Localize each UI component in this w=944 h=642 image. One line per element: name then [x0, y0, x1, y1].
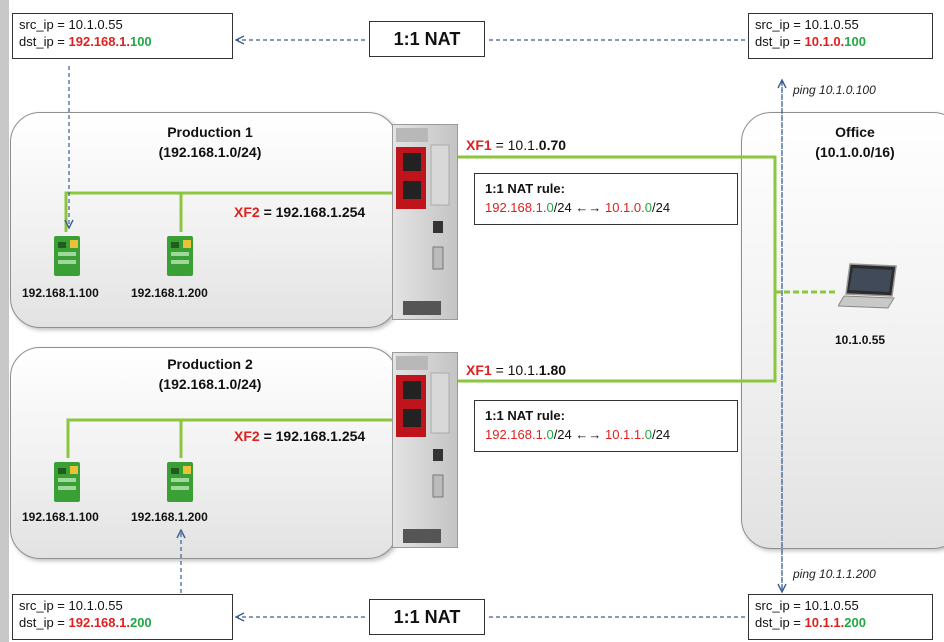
p2-lan-line	[66, 418, 395, 458]
xf1-eq: = 10.1.	[491, 362, 539, 378]
rule-b-net: 10.1.0.	[604, 200, 645, 215]
src-ip-text: src_ip = 10.1.0.55	[19, 17, 123, 32]
office-title: Office	[835, 124, 875, 140]
rule-b-host: 0	[644, 427, 652, 442]
rule-a-host: 0	[546, 200, 554, 215]
xf1-host: 0.70	[538, 137, 567, 153]
p2-nat-rule-box: 1:1 NAT rule: 192.168.1.0/24 ←→ 10.1.1.0…	[474, 400, 738, 452]
src-ip-text: src_ip = 10.1.0.55	[755, 17, 859, 32]
dst-ip-red: 10.1.0.	[804, 34, 845, 49]
dst-ip-prefix: dst_ip =	[19, 34, 69, 49]
nat-router-icon	[392, 124, 458, 320]
dst-ip-green: 200	[129, 615, 152, 630]
ping-bottom-label: ping 10.1.1.200	[793, 567, 876, 581]
production1-title: Production 1	[167, 124, 253, 140]
src-ip-text: src_ip = 10.1.0.55	[19, 598, 123, 613]
plc-device-icon	[52, 460, 82, 509]
xf2-name: XF2	[234, 204, 260, 220]
rule-b-suffix: /24	[651, 200, 671, 215]
rule-mapping: 192.168.1.0/24 ←→ 10.1.1.0/24	[485, 425, 727, 444]
rule-mapping: 192.168.1.0/24 ←→ 10.1.0.0/24	[485, 198, 727, 217]
p1-nat-rule-box: 1:1 NAT rule: 192.168.1.0/24 ←→ 10.1.0.0…	[474, 173, 738, 225]
nat-router-icon-drawing	[396, 356, 450, 543]
bottom-left-ip-box: src_ip = 10.1.0.55 dst_ip = 192.168.1.20…	[12, 594, 233, 640]
production2-zone	[10, 347, 398, 559]
p2-device2-label: 192.168.1.200	[131, 510, 208, 524]
laptop-icon-drawing	[837, 263, 897, 309]
production1-subnet: (192.168.1.0/24)	[158, 144, 262, 160]
nat-label-bottom: 1:1 NAT	[369, 599, 485, 635]
production2-title: Production 2	[167, 356, 253, 372]
nat-router-icon-drawing	[396, 128, 450, 315]
p1-xf2-label: XF2 = 192.168.1.254	[234, 204, 365, 220]
nat-label-top: 1:1 NAT	[369, 21, 485, 57]
top-left-ip-box: src_ip = 10.1.0.55 dst_ip = 192.168.1.10…	[12, 13, 233, 59]
plc-device-icon-drawing	[54, 236, 80, 276]
dst-ip-green: 200	[844, 615, 866, 630]
plc-device-icon	[52, 234, 82, 283]
top-right-ip-box: src_ip = 10.1.0.55 dst_ip = 10.1.0.100	[748, 13, 933, 59]
nat-router-icon	[392, 352, 458, 548]
xf2-eq: = 192.168.1.254	[259, 204, 366, 220]
laptop-ip-label: 10.1.0.55	[835, 333, 886, 347]
plc-device-icon	[165, 234, 195, 283]
dst-ip-line: dst_ip = 10.1.0.100	[755, 33, 926, 50]
rule-a-net: 192.168.1.	[485, 427, 547, 442]
xf1-eq: = 10.1.	[491, 137, 539, 153]
dst-ip-line: dst_ip = 192.168.1.200	[19, 614, 226, 631]
plc-device-icon-drawing	[167, 236, 193, 276]
dst-ip-prefix: dst_ip =	[755, 34, 805, 49]
dst-ip-line: dst_ip = 192.168.1.100	[19, 33, 226, 50]
dst-ip-red: 192.168.1.	[68, 615, 130, 630]
rule-title: 1:1 NAT rule:	[485, 408, 565, 423]
rule-b-net: 10.1.1.	[604, 427, 645, 442]
p1-xf1-label: XF1 = 10.1.0.70	[466, 137, 566, 153]
ping-top-label: ping 10.1.0.100	[793, 83, 876, 97]
rule-a-net: 192.168.1.	[485, 200, 547, 215]
plc-device-icon-drawing	[167, 462, 193, 502]
rule-a-suffix: /24 ←→	[553, 200, 605, 215]
dst-ip-green: 100	[129, 34, 152, 49]
plc-device-icon-drawing	[54, 462, 80, 502]
rule-a-host: 0	[546, 427, 554, 442]
p1-device2-label: 192.168.1.200	[131, 286, 208, 300]
p2-xf2-label: XF2 = 192.168.1.254	[234, 428, 365, 444]
rule-title: 1:1 NAT rule:	[485, 181, 565, 196]
xf1-host: 1.80	[538, 362, 567, 378]
src-ip-text: src_ip = 10.1.0.55	[755, 598, 859, 613]
p1-lan-line	[64, 191, 395, 232]
office-subnet: (10.1.0.0/16)	[815, 144, 895, 160]
p2-xf1-label: XF1 = 10.1.1.80	[466, 362, 566, 378]
dst-ip-line: dst_ip = 10.1.1.200	[755, 614, 926, 631]
xf1-name: XF1	[466, 362, 492, 378]
xf2-name: XF2	[234, 428, 260, 444]
bottom-right-ip-box: src_ip = 10.1.0.55 dst_ip = 10.1.1.200	[748, 594, 933, 640]
p1-device1-label: 192.168.1.100	[22, 286, 99, 300]
p2-device1-label: 192.168.1.100	[22, 510, 99, 524]
production2-subnet: (192.168.1.0/24)	[158, 376, 262, 392]
production1-zone	[10, 112, 398, 328]
xf2-eq: = 192.168.1.254	[259, 428, 366, 444]
rule-a-suffix: /24 ←→	[553, 427, 605, 442]
rule-b-host: 0	[644, 200, 652, 215]
dst-ip-green: 100	[844, 34, 866, 49]
flow-arrows	[69, 40, 782, 617]
rule-b-suffix: /24	[651, 427, 671, 442]
xf1-name: XF1	[466, 137, 492, 153]
dst-ip-prefix: dst_ip =	[755, 615, 805, 630]
dst-ip-red: 192.168.1.	[68, 34, 130, 49]
dst-ip-red: 10.1.1.	[804, 615, 845, 630]
laptop-icon	[837, 262, 900, 315]
dst-ip-prefix: dst_ip =	[19, 615, 69, 630]
left-edge-bar	[0, 0, 9, 642]
plc-device-icon	[165, 460, 195, 509]
